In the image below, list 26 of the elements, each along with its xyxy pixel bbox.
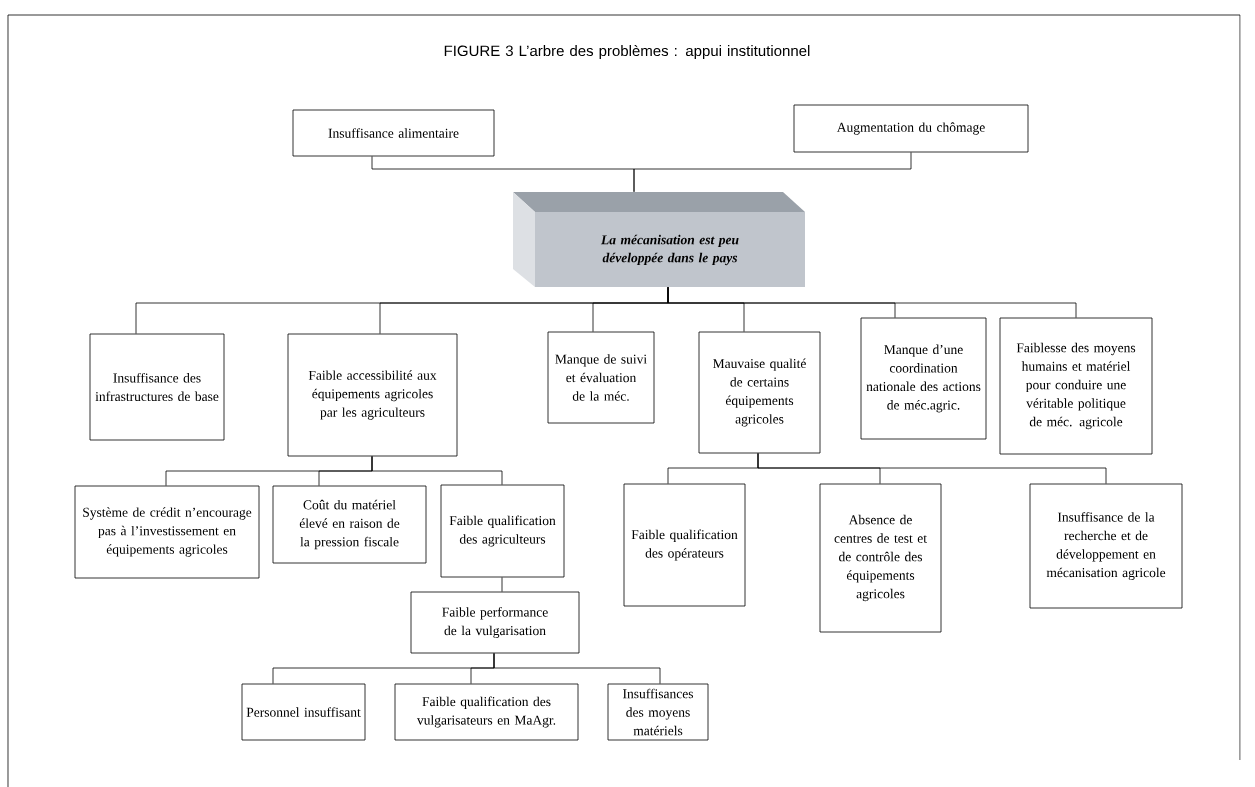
cause-box: Absence de centres de test et de contrôle des équipements agricoles: [819, 483, 942, 633]
problem-block: La mécanisation est peu développée dans le pays: [513, 192, 805, 287]
cause-box: Personnel insuffisant: [241, 683, 366, 741]
cause-box: Faiblesse des moyens humains et matériel pour conduire une véritable politique de méc. agricole: [999, 317, 1153, 455]
connector-line: [371, 456, 503, 485]
cause-box: Augmentation du chômage: [793, 104, 1029, 153]
cause-box: Faible qualification des opérateurs: [623, 483, 746, 607]
cause-box: Manque d’une coordination nationale des actions de méc.agric.: [860, 317, 987, 440]
connector-line: [667, 286, 1077, 318]
cause-box: Insuffisance des infrastructures de base: [89, 333, 225, 441]
cause-box: Mauvaise qualité de certains équipements agricoles: [698, 331, 821, 454]
connector-line: [493, 653, 661, 684]
cause-box: Faible qualification des vulgarisateurs en MaAgr.: [394, 683, 579, 741]
figure-title: FIGURE 3 L’arbre des problèmes : appui institutionnel: [444, 44, 810, 60]
cause-box: Insuffisance de la recherche et de développement en mécanisation agricole: [1029, 483, 1183, 609]
cause-box: Faible accessibilité aux équipements agricoles par les agriculteurs: [287, 333, 458, 457]
cause-box: Manque de suivi et évaluation de la méc.: [547, 331, 655, 424]
connector-line: [757, 453, 1107, 484]
cause-box: Coût du matériel élevé en raison de la pression fiscale: [272, 485, 427, 564]
connector-line: [501, 577, 503, 592]
cause-box: Insuffisances des moyens matériels: [607, 683, 709, 741]
connector-line: [633, 152, 912, 193]
cause-box: Faible qualification des agriculteurs: [440, 484, 565, 578]
cause-box: Faible performance de la vulgarisation: [410, 591, 580, 654]
cause-box: Système de crédit n’encourage pas à l’investissement en équipements agricoles: [74, 485, 260, 579]
cause-box: Insuffisance alimentaire: [292, 109, 495, 157]
